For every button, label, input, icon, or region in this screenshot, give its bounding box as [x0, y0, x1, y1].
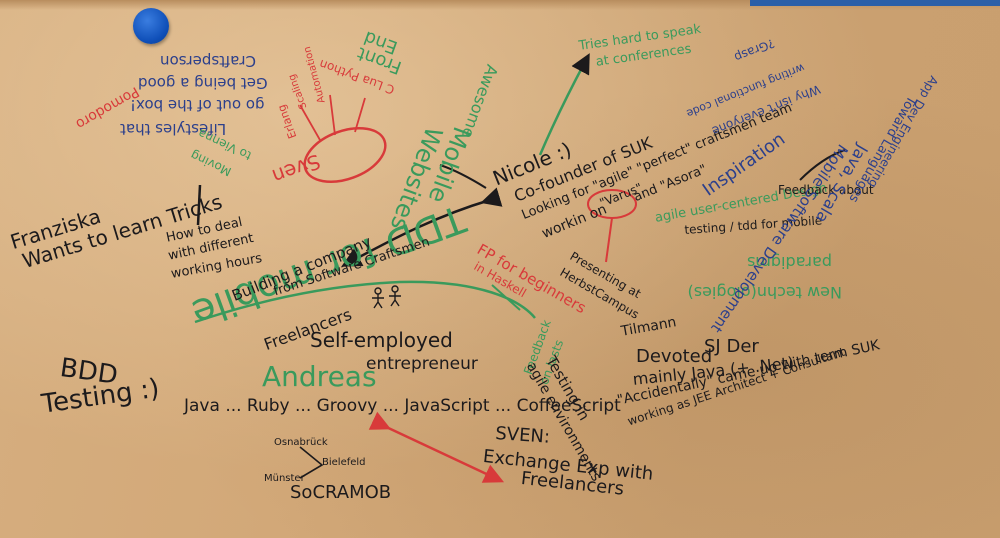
sven-exchange-1: SVEN: — [494, 423, 551, 448]
nicole-building-arrow — [341, 187, 503, 267]
blue-pushpin — [133, 8, 169, 44]
devoted-label: Devoted — [636, 346, 713, 367]
varus-line — [605, 217, 613, 263]
self-employed-label: Self-employed — [310, 328, 453, 352]
entrepreneur-label: entrepreneur — [366, 354, 478, 374]
city-muenster: Münster — [264, 473, 305, 484]
sven-exchange-arrow — [368, 411, 505, 483]
nicole-tdd-line — [439, 164, 487, 189]
sven-oval — [303, 127, 387, 183]
out-of-box-note: go out of the box! — [130, 95, 265, 114]
fp-testing-line — [491, 284, 521, 311]
socramob-label: SoCRAMOB — [290, 482, 392, 503]
blue-edge-strip — [750, 0, 1000, 6]
tries-hard-arrow — [538, 53, 590, 156]
city-bielefeld: Bielefeld — [322, 457, 366, 468]
cities-triangle — [299, 446, 324, 479]
languages-list: Java ... Ruby ... Groovy ... JavaScript … — [184, 396, 621, 416]
stick-figures-icon — [372, 285, 401, 309]
new-tech-note: New techn(ologies) — [687, 283, 842, 302]
andreas-name: Andreas — [262, 360, 377, 393]
green-curve-line — [194, 280, 536, 324]
sven-spokes — [299, 94, 366, 141]
good-craftsperson-note: Get being a good — [138, 73, 268, 92]
feedback-about-line — [799, 149, 846, 181]
paper-top-shadow — [0, 0, 1000, 10]
sj-der-label: SJ Der — [704, 336, 759, 357]
city-osnabrueck: Osnabrück — [274, 437, 328, 448]
craftsperson-note: Craftsperson — [160, 51, 256, 70]
feedback-about: Feedback about — [778, 183, 874, 197]
how-to-deal-line — [196, 184, 202, 226]
